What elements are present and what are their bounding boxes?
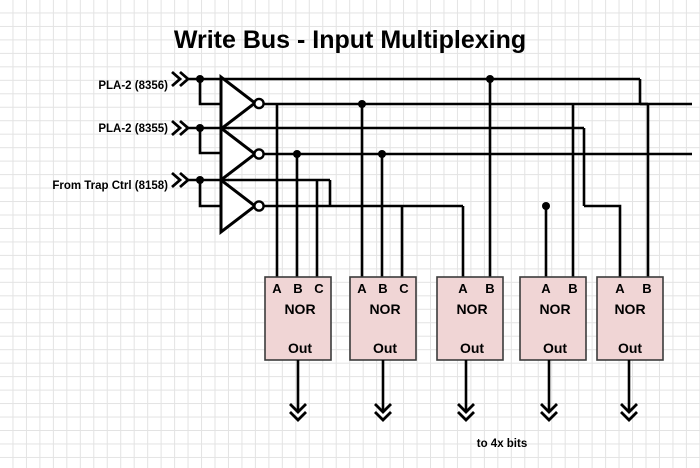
input-marker-1	[171, 70, 191, 88]
nor-gate-2-pin-b: B	[378, 281, 387, 296]
nor-gate-4-pin-b: B	[568, 281, 577, 296]
inverter-3	[219, 176, 265, 236]
input-wire-2	[186, 124, 222, 155]
nor-gate-3-type: NOR	[456, 301, 487, 317]
nor-gate-5[interactable]: A B NOR Out	[596, 276, 664, 361]
drop-nor5-A	[584, 204, 622, 277]
nor-gate-1[interactable]: A B C NOR Out	[264, 276, 332, 361]
nor-gate-1-pin-c: C	[314, 281, 324, 296]
nor-gate-1-type: NOR	[284, 301, 315, 317]
inverter-2	[219, 124, 265, 184]
nor-gate-4[interactable]: A B NOR Out	[519, 276, 587, 361]
junction-dot	[542, 202, 550, 210]
junction-dot	[196, 176, 204, 184]
input-label-trap-ctrl-8158: From Trap Ctrl (8158)	[52, 180, 168, 192]
nor-gate-3[interactable]: A B NOR Out	[436, 276, 504, 361]
nor-gate-3-out-label: Out	[460, 340, 484, 356]
output-arrow-4	[540, 360, 558, 422]
inverter-bubble-icon	[253, 148, 265, 160]
junction-dot	[358, 100, 366, 108]
inverter-1	[219, 73, 265, 133]
output-arrow-2	[374, 360, 392, 422]
nor-gate-2-type: NOR	[369, 301, 400, 317]
input-wire-3	[186, 176, 222, 208]
junction-dot	[378, 150, 386, 158]
nor-gate-2-out-label: Out	[373, 340, 397, 356]
nor-gate-5-pin-a: A	[615, 281, 625, 296]
output-arrow-3	[457, 360, 475, 422]
input-marker-2	[171, 119, 191, 137]
nor-gate-4-pin-a: A	[541, 281, 551, 296]
inverter-bubble-icon	[253, 200, 265, 212]
nor-gate-4-type: NOR	[539, 301, 570, 317]
inverter-bubble-icon	[253, 97, 265, 110]
footer-note: to 4x bits	[477, 438, 527, 450]
nor-gate-5-type: NOR	[614, 301, 645, 317]
input-wire-1	[186, 75, 222, 106]
page-title: Write Bus - Input Multiplexing	[174, 26, 526, 54]
nor-gate-3-pin-b: B	[485, 281, 494, 296]
junction-dot	[196, 75, 204, 83]
junction-dot	[196, 124, 204, 132]
input-marker-3	[171, 171, 191, 189]
nor-gate-1-pin-a: A	[272, 281, 282, 296]
output-arrow-5	[620, 360, 638, 422]
nor-gate-1-out-label: Out	[288, 340, 312, 356]
output-arrow-1	[289, 360, 307, 422]
junction-dot	[293, 150, 301, 158]
nor-gate-2[interactable]: A B C NOR Out	[349, 276, 417, 361]
junction-dot	[486, 75, 494, 83]
nor-gate-2-pin-a: A	[357, 281, 367, 296]
nor-gate-5-out-label: Out	[618, 340, 642, 356]
nor-gate-1-pin-b: B	[293, 281, 302, 296]
nor-gate-2-pin-c: C	[399, 281, 409, 296]
nor-gate-3-pin-a: A	[458, 281, 468, 296]
nor-gate-5-pin-b: B	[642, 281, 651, 296]
input-label-pla2-8356: PLA-2 (8356)	[98, 80, 168, 92]
nor-gate-4-out-label: Out	[543, 340, 567, 356]
input-label-pla2-8355: PLA-2 (8355)	[98, 123, 168, 135]
